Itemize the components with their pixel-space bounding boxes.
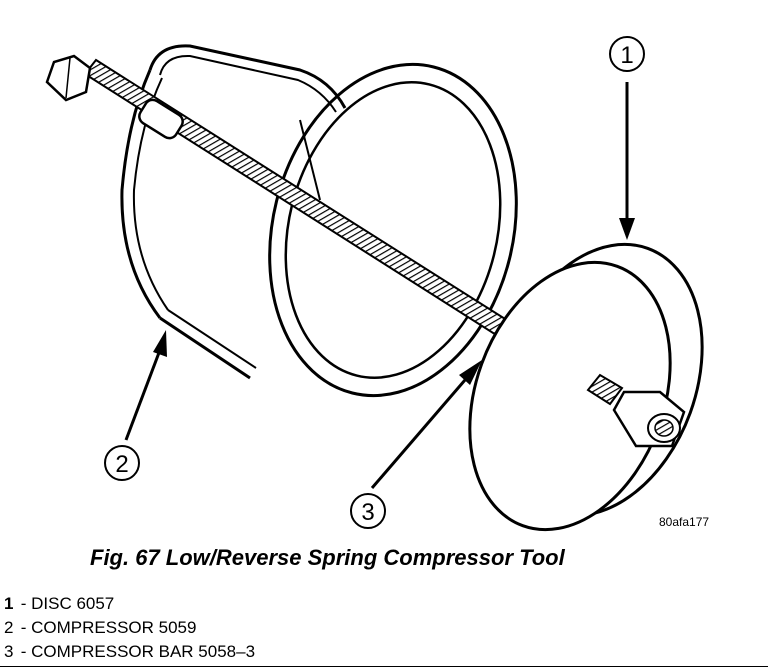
figure-reference-code: 80afa177: [659, 515, 710, 529]
svg-text:3: 3: [361, 499, 374, 526]
legend-item-label: DISC 6057: [31, 594, 115, 613]
legend-item-label: COMPRESSOR BAR 5058–3: [31, 642, 256, 661]
legend-item-separator: -: [16, 594, 32, 613]
figure-caption: Fig. 67 Low/Reverse Spring Compressor To…: [90, 545, 565, 570]
legend-item-number: 1: [4, 594, 14, 613]
legend-item-separator: -: [16, 618, 32, 637]
legend-item: 1 - DISC 6057: [4, 592, 255, 616]
legend-item-number: 2: [4, 618, 14, 637]
legend-item: 3 - COMPRESSOR BAR 5058–3: [4, 640, 255, 664]
callout-arrows: [124, 82, 635, 489]
callout-1: 1: [609, 36, 645, 72]
disc: [468, 242, 704, 532]
legend-item-separator: -: [16, 642, 32, 661]
svg-text:1: 1: [620, 42, 633, 69]
callout-3: 3: [350, 493, 386, 529]
callout-2: 2: [104, 445, 140, 481]
tool-illustration: 1 2 3: [45, 36, 704, 532]
bottom-divider: [0, 666, 768, 667]
legend-item-label: COMPRESSOR 5059: [31, 618, 197, 637]
svg-text:2: 2: [115, 451, 128, 478]
legend-item-number: 3: [4, 642, 14, 661]
legend-item: 2 - COMPRESSOR 5059: [4, 616, 255, 640]
legend: 1 - DISC 6057 2 - COMPRESSOR 5059 3 - CO…: [4, 592, 255, 664]
